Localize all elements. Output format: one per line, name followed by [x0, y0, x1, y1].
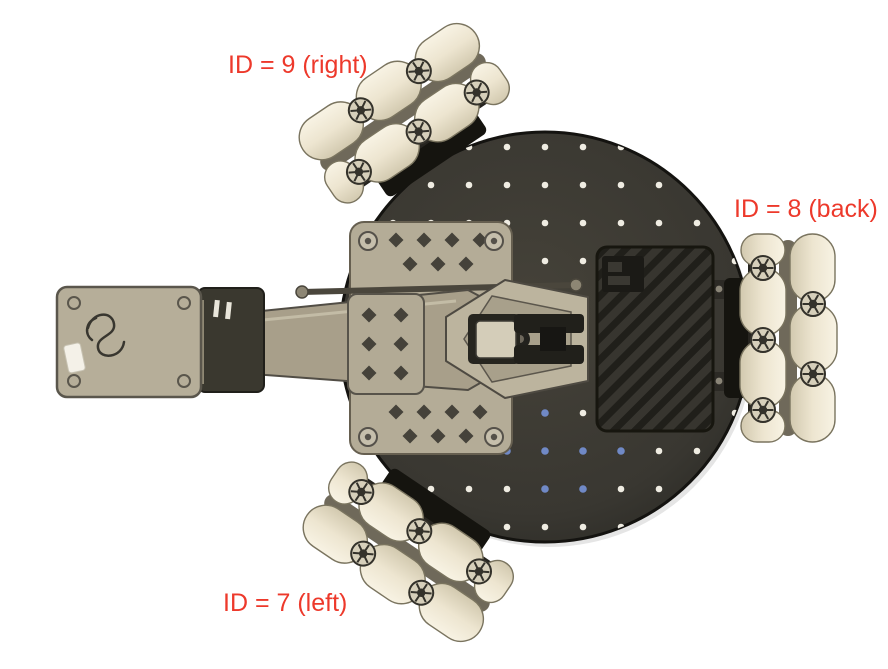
annotation-wheel-7-left: ID = 7 (left) [223, 589, 347, 617]
tab-hole [715, 285, 723, 293]
payload-box [595, 245, 715, 433]
connector-cutout [602, 256, 644, 292]
gripper [468, 314, 584, 364]
annotation-wheel-8-back: ID = 8 (back) [734, 195, 878, 223]
robot-arm [55, 278, 589, 399]
arm-bracket [347, 293, 425, 395]
tab-hole [715, 377, 723, 385]
palm-screw-holes [67, 296, 191, 388]
gripper-finger-bottom [514, 345, 584, 364]
gripper-palm-plate [55, 285, 203, 399]
gripper-finger-top [514, 314, 584, 333]
palm-sticker [63, 342, 86, 374]
arm-wrist [192, 287, 265, 393]
logo-mark [85, 313, 126, 357]
annotation-wheel-9-right: ID = 9 (right) [228, 51, 368, 79]
